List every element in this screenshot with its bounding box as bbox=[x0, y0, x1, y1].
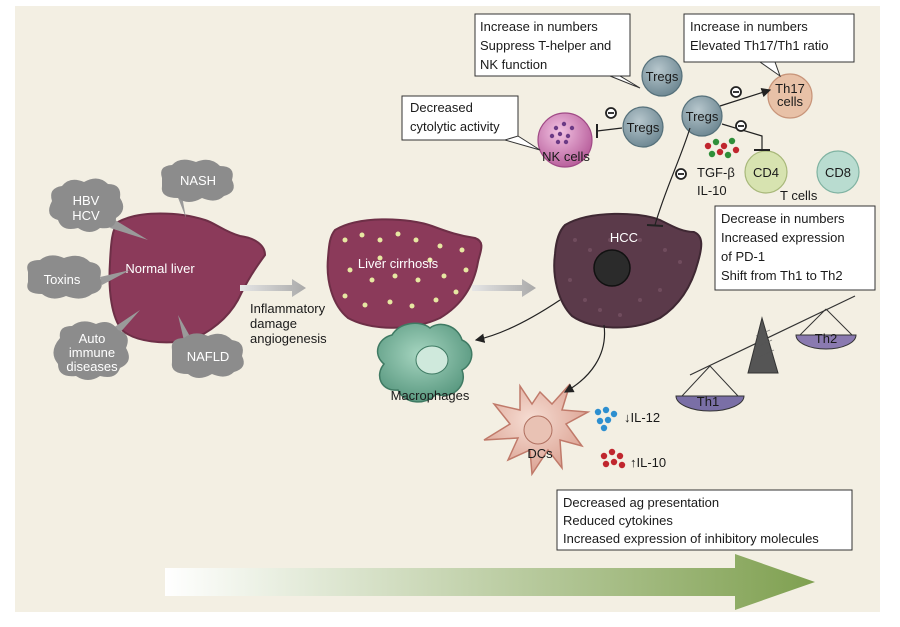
tcell-callout-line-2: Increased expression bbox=[721, 230, 845, 245]
tregs-left-label: Tregs bbox=[627, 120, 660, 135]
nk-callout: Decreased cytolytic activity bbox=[401, 95, 541, 151]
dc-callout: Decreased ag presentation Reduced cytoki… bbox=[556, 489, 853, 551]
th17-label-2: cells bbox=[777, 94, 804, 109]
treg-inhibits-hcc-bar bbox=[646, 224, 664, 227]
hcv-label: HCV bbox=[72, 208, 100, 223]
th1-th2-balance: Th2 Th1 bbox=[675, 295, 857, 412]
tcell-callout-line-3: of PD-1 bbox=[721, 249, 765, 264]
tumor-nodule bbox=[593, 249, 631, 287]
th17-callout: Increase in numbers Elevated Th17/Th1 ra… bbox=[683, 13, 855, 78]
arrow-hcc-to-macrophages bbox=[474, 299, 561, 343]
liver-cirrhosis: Liver cirrhosis bbox=[326, 218, 483, 329]
macrophages-label: Macrophages bbox=[391, 388, 470, 403]
tcell-callout-line-4: Shift from Th1 to Th2 bbox=[721, 268, 843, 283]
stage-arrow-1 bbox=[240, 279, 306, 297]
transition-label-3: angiogenesis bbox=[250, 331, 327, 346]
normal-liver-label: Normal liver bbox=[125, 261, 195, 276]
cloud-nafld: NAFLD bbox=[171, 333, 244, 378]
nafld-label: NAFLD bbox=[187, 349, 230, 364]
normal-liver: Normal liver bbox=[108, 212, 267, 344]
dendritic-cell: DCs bbox=[483, 383, 591, 477]
hcc-label: HCC bbox=[610, 230, 638, 245]
tregs-callout-line-1: Increase in numbers bbox=[480, 19, 598, 34]
il10-label: IL-10 bbox=[697, 183, 727, 198]
dc-callout-line-1: Decreased ag presentation bbox=[563, 495, 719, 510]
tregs-right: Tregs bbox=[681, 95, 723, 137]
balance-beam bbox=[689, 295, 856, 376]
dc-callout-line-2: Reduced cytokines bbox=[563, 513, 673, 528]
cloud-nash: NASH bbox=[161, 159, 234, 202]
treg-inhibits-hcc-line bbox=[654, 127, 691, 226]
toxins-label: Toxins bbox=[44, 272, 81, 287]
tregs-top: Tregs bbox=[641, 55, 683, 97]
cloud-hbv-hcv: HBV HCV bbox=[49, 178, 124, 232]
tgf-il10-dots bbox=[704, 137, 740, 159]
liver-cirrhosis-label: Liver cirrhosis bbox=[358, 256, 439, 271]
nk-callout-line-2: cytolytic activity bbox=[410, 119, 500, 134]
il12-label: ↓IL-12 bbox=[624, 410, 660, 425]
il12-dots bbox=[594, 406, 618, 432]
tregs-right-label: Tregs bbox=[686, 109, 719, 124]
th2-pan bbox=[795, 334, 857, 350]
cd4-cell: CD4 bbox=[744, 150, 788, 194]
hbv-label: HBV bbox=[73, 193, 100, 208]
th17-callout-line-2: Elevated Th17/Th1 ratio bbox=[690, 38, 829, 53]
nk-callout-line-1: Decreased bbox=[410, 100, 473, 115]
balance-fulcrum bbox=[747, 316, 779, 374]
dcs-label: DCs bbox=[527, 446, 553, 461]
tregs-callout-line-2: Suppress T-helper and bbox=[480, 38, 611, 53]
cd4-label: CD4 bbox=[753, 165, 779, 180]
transition-label-2: damage bbox=[250, 316, 297, 331]
autoimmune-label-2: immune bbox=[69, 345, 115, 360]
tregs-callout: Increase in numbers Suppress T-helper an… bbox=[474, 13, 641, 89]
treg-to-th17-arrow bbox=[719, 87, 772, 107]
il10-dots-dc bbox=[600, 448, 626, 469]
treg-inhibits-nk-line bbox=[596, 127, 623, 132]
tregs-left: Tregs bbox=[622, 106, 664, 148]
autoimmune-label-1: Auto bbox=[79, 331, 106, 346]
stage-arrow-2 bbox=[472, 279, 536, 297]
tcell-callout: Decrease in numbers Increased expression… bbox=[714, 205, 876, 291]
th2-label: Th2 bbox=[815, 331, 837, 346]
cloud-toxins: Toxins bbox=[27, 255, 102, 299]
hcc-liver: HCC bbox=[553, 212, 703, 329]
t-cells-label: T cells bbox=[780, 188, 818, 203]
th1-label: Th1 bbox=[697, 394, 719, 409]
cd8-label: CD8 bbox=[825, 165, 851, 180]
tcell-callout-line-1: Decrease in numbers bbox=[721, 211, 845, 226]
tregs-callout-line-3: NK function bbox=[480, 57, 547, 72]
dc-callout-line-3: Increased expression of inhibitory molec… bbox=[563, 531, 819, 546]
transition-label-1: Inflammatory bbox=[250, 301, 326, 316]
th1-pan bbox=[675, 395, 745, 412]
tregs-top-label: Tregs bbox=[646, 69, 679, 84]
th17-cell: Th17 cells bbox=[767, 73, 813, 119]
treg-inhibits-cd4-line bbox=[721, 123, 763, 150]
tgf-beta-label: TGF-β bbox=[697, 165, 735, 180]
arrow-hcc-to-dcs bbox=[563, 324, 606, 393]
il10-up-label: ↑IL-10 bbox=[630, 455, 666, 470]
nash-label: NASH bbox=[180, 173, 216, 188]
nk-cells-label: NK cells bbox=[542, 149, 590, 164]
th17-label-1: Th17 bbox=[775, 81, 805, 96]
inhibit-symbols bbox=[605, 86, 747, 180]
th17-callout-line-1: Increase in numbers bbox=[690, 19, 808, 34]
cloud-autoimmune: Auto immune diseases bbox=[53, 321, 129, 380]
progression-arrow bbox=[165, 554, 815, 610]
nk-cell: NK cells bbox=[537, 112, 593, 168]
autoimmune-label-3: diseases bbox=[66, 359, 118, 374]
macrophage-cell: Macrophages bbox=[376, 322, 473, 403]
cd8-cell: CD8 bbox=[816, 150, 860, 194]
